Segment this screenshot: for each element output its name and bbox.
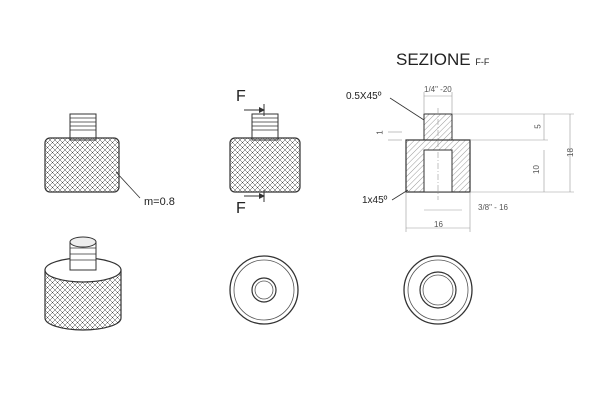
section-view xyxy=(388,92,574,232)
section-title: SEZIONE F-F xyxy=(396,50,489,70)
section-title-suffix: F-F xyxy=(475,57,490,67)
top-view xyxy=(403,255,473,325)
label-chamfer-top: 0.5X45º xyxy=(346,91,382,102)
dim-height-lower: 10 xyxy=(531,165,541,174)
dim-height-upper: 5 xyxy=(533,124,543,129)
label-chamfer-bottom: 1x45º xyxy=(362,195,388,206)
isometric-view xyxy=(44,236,122,331)
front-view xyxy=(44,113,141,199)
dim-thread-top: 1/4" -20 xyxy=(424,85,452,94)
dim-small: 1 xyxy=(375,130,385,135)
label-knurl-module: m=0.8 xyxy=(144,196,175,208)
label-cut-bottom: F xyxy=(236,200,246,217)
dim-width: 16 xyxy=(434,220,443,229)
bottom-view xyxy=(229,255,299,325)
dim-thread-bottom: 3/8" - 16 xyxy=(478,203,508,212)
label-cut-top: F xyxy=(236,88,246,105)
section-title-main: SEZIONE xyxy=(396,50,471,69)
side-view xyxy=(229,104,301,202)
dim-height-total: 18 xyxy=(565,148,575,157)
